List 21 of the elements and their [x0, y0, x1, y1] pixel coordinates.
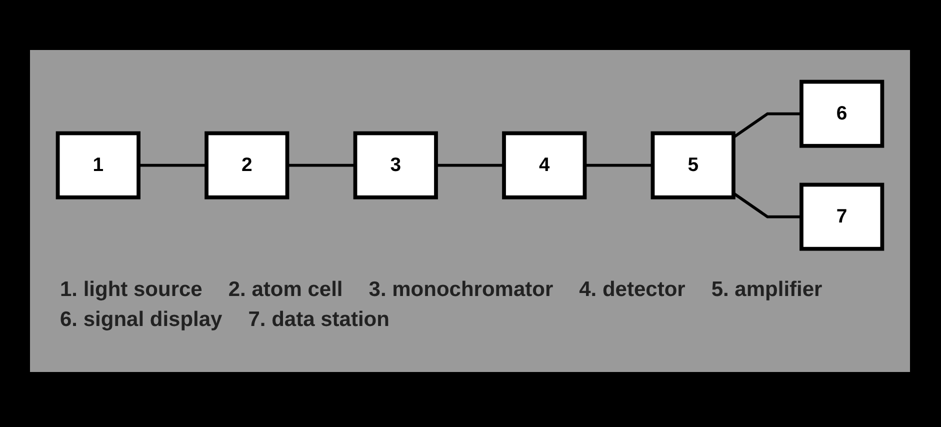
connector [732, 192, 802, 218]
node-box [353, 131, 438, 199]
node-box [800, 182, 884, 250]
legend-text: 2. atom cell [228, 278, 343, 302]
legend-text: 7. data station [248, 308, 390, 332]
connector [584, 164, 653, 166]
legend-text: 1. light source [60, 278, 202, 302]
node-box [650, 131, 736, 199]
legend-text: 3. monochromator [368, 278, 554, 302]
legend-text: 6. signal display [60, 308, 222, 332]
node-box [204, 131, 290, 199]
node-box [56, 131, 140, 199]
legend-text: 5. amplifier [711, 278, 822, 302]
connector [287, 164, 356, 166]
node-box [800, 80, 884, 148]
node-box [502, 131, 587, 199]
connector [732, 112, 802, 138]
flow-diagram: 1 2 3 4 5 6 7 [50, 74, 890, 256]
legend-text: 4. detector [579, 278, 686, 302]
connector [138, 164, 207, 166]
connector [436, 164, 504, 166]
